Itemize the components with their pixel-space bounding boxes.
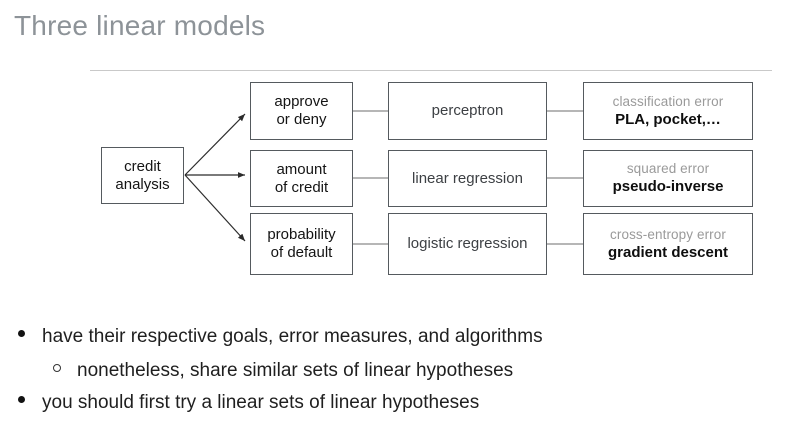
goal-1-line-2: or deny [276,111,327,128]
list-item: you should first try a linear sets of li… [0,392,793,426]
goal-2-line-2: of credit [274,178,329,196]
goal-3-line-2: of default [270,244,333,261]
bullet-disc-icon [18,326,42,348]
list-item-text: you should first try a linear sets of li… [42,392,480,413]
node-goal-amount-of-credit: amount of credit [250,150,353,207]
list-item: have their respective goals, error measu… [0,326,793,360]
three-linear-models-diagram: credit analysis approve or deny perceptr… [101,82,753,275]
algorithm-2: pseudo-inverse [612,178,724,196]
goal-1-line-1: approve [274,93,329,111]
credit-analysis-line-2: analysis [115,175,170,193]
node-outcome-squared-error: squared error pseudo-inverse [583,150,753,207]
model-3-label: logistic regression [407,235,528,253]
node-goal-approve-or-deny: approve or deny [250,82,353,140]
list-item: nonetheless, share similar sets of linea… [0,360,793,392]
arrow-to-probability-of-default [184,174,246,242]
node-model-perceptron: perceptron [388,82,547,140]
goal-3-line-1: probability [267,226,336,244]
model-1-label: perceptron [431,102,504,120]
node-outcome-cross-entropy: cross-entropy error gradient descent [583,213,753,275]
algorithm-3: gradient descent [607,243,729,261]
error-measure-3: cross-entropy error [610,226,726,242]
list-item-text: have their respective goals, error measu… [42,326,543,347]
arrow-to-approve-or-deny [184,113,246,176]
bullet-list: have their respective goals, error measu… [0,326,793,426]
page-title: Three linear models [14,10,266,41]
algorithm-1: PLA, pocket,… [615,110,721,128]
bullet-disc-icon [18,392,42,414]
model-2-label: linear regression [412,169,523,187]
diagram-connectors [184,110,583,245]
header-divider [90,70,772,71]
node-model-logistic-regression: logistic regression [388,213,547,275]
goal-2-line-1: amount [276,160,327,178]
node-credit-analysis: credit analysis [101,147,184,204]
list-item-text: nonetheless, share similar sets of linea… [77,360,514,381]
error-measure-2: squared error [626,161,710,177]
node-goal-probability-of-default: probability of default [250,213,353,275]
credit-analysis-line-1: credit [124,157,161,175]
error-measure-1: classification error [612,93,724,109]
bullet-circle-icon [53,360,77,382]
node-model-linear-regression: linear regression [388,150,547,207]
node-outcome-classification: classification error PLA, pocket,… [583,82,753,140]
